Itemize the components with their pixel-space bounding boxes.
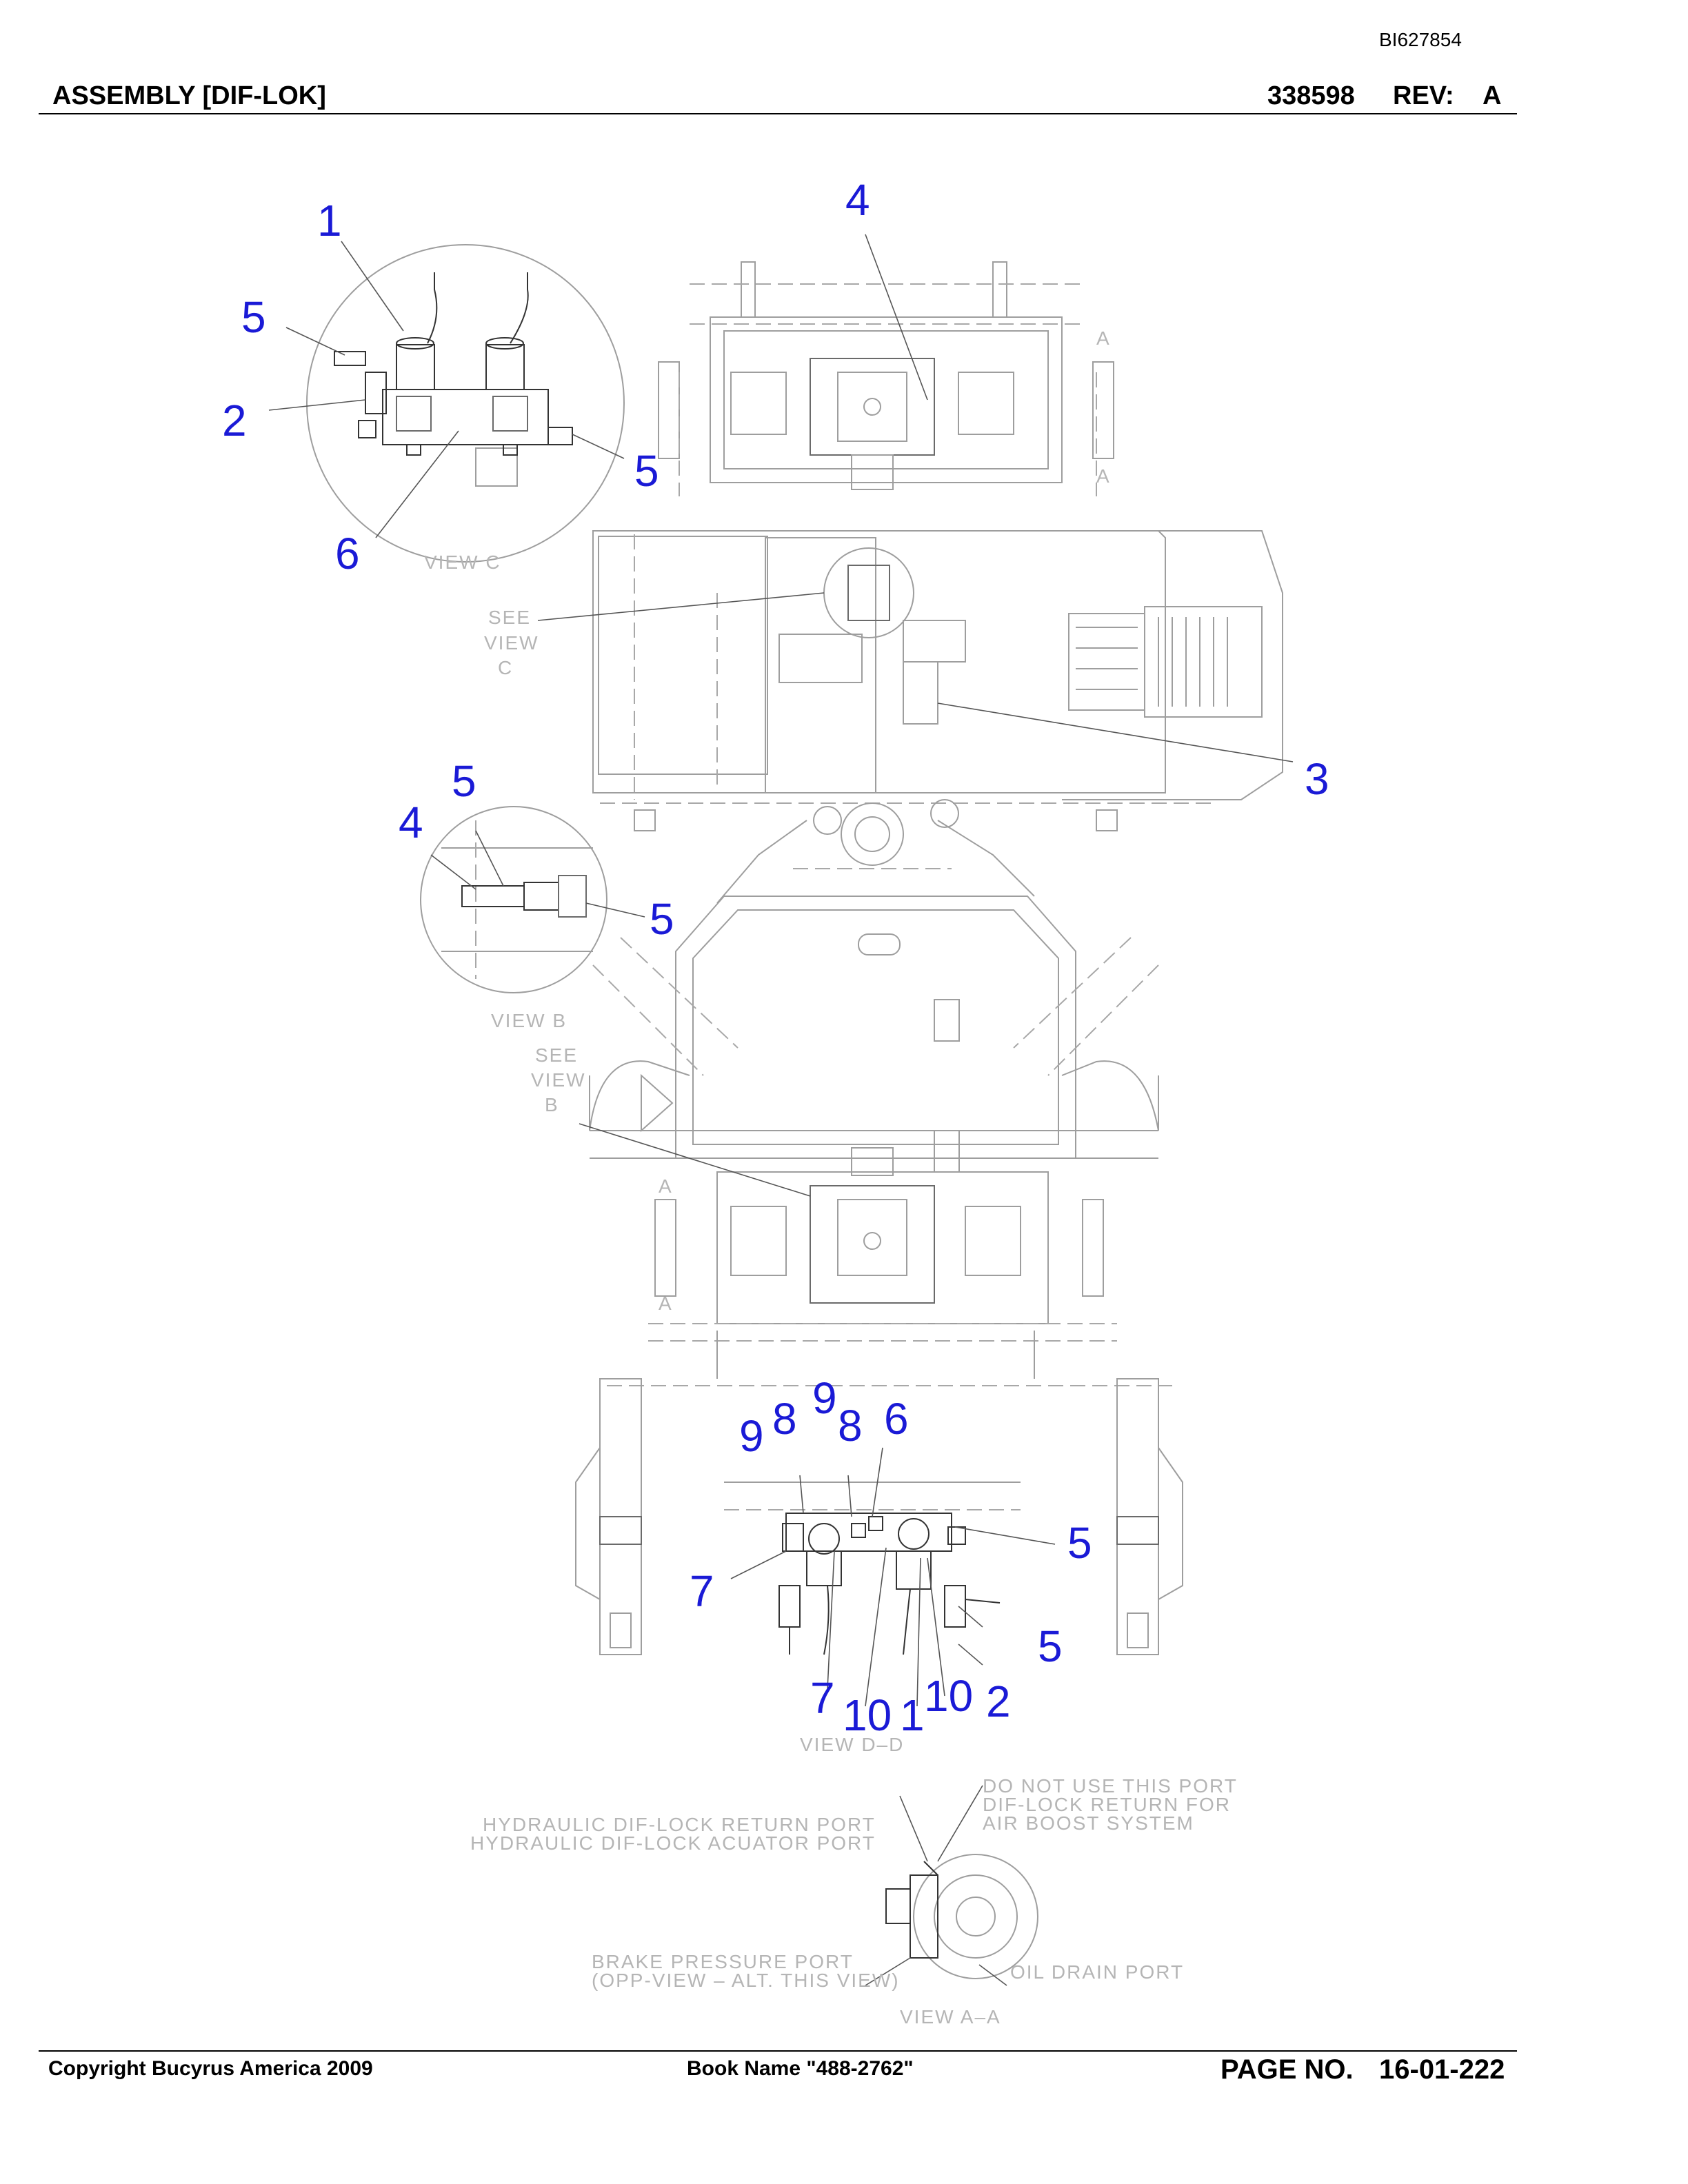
rear-tires <box>575 1378 1183 1655</box>
view-c-label: VIEW C <box>424 552 501 573</box>
svg-text:A: A <box>659 1293 673 1314</box>
callout-5: 5 <box>241 292 266 342</box>
leader-lines <box>268 234 1294 1986</box>
callout-2: 2 <box>222 396 247 445</box>
view-aa-label: VIEW A–A <box>900 2006 1001 2028</box>
callout-5: 5 <box>1067 1518 1092 1568</box>
callout-10: 10 <box>924 1671 973 1721</box>
callout-9: 9 <box>812 1373 837 1423</box>
see-view-c-line-1: SEE <box>488 607 531 628</box>
note-hydraulic-actuator: HYDRAULIC DIF-LOCK ACUATOR PORT <box>470 1832 876 1854</box>
page-number-value: 16-01-222 <box>1379 2054 1505 2085</box>
note-hydraulic-return: HYDRAULIC DIF-LOCK RETURN PORT <box>483 1814 876 1835</box>
callout-3: 3 <box>1305 754 1329 804</box>
see-view-c-line-3: C <box>498 657 513 678</box>
svg-text:A: A <box>1096 327 1111 349</box>
section-markers: A A A A <box>659 327 1111 1314</box>
see-view-b-line-3: B <box>545 1094 559 1115</box>
callout-8: 8 <box>838 1401 863 1450</box>
note-do-not-use-3: AIR BOOST SYSTEM <box>983 1812 1194 1834</box>
book-name: Book Name "488-2762" <box>687 2057 914 2080</box>
callout-7: 7 <box>690 1566 714 1616</box>
see-view-c-line-2: VIEW <box>484 632 539 654</box>
note-brake-1: BRAKE PRESSURE PORT <box>592 1951 854 1972</box>
view-dd-label: VIEW D–D <box>800 1734 904 1755</box>
view-dd-detail <box>724 1482 1021 1655</box>
callout-6: 6 <box>884 1394 909 1444</box>
page-title: ASSEMBLY [DIF-LOK] <box>52 81 326 110</box>
callout-5: 5 <box>634 446 659 496</box>
callout-7: 7 <box>810 1673 835 1723</box>
see-view-b-line-2: VIEW <box>531 1069 586 1091</box>
drawing-number: 338598 <box>1267 81 1355 110</box>
revision-value: A <box>1483 81 1502 110</box>
callout-4: 4 <box>399 798 423 847</box>
callout-4: 4 <box>845 175 870 225</box>
callout-9: 9 <box>739 1411 764 1461</box>
see-view-b-line-1: SEE <box>535 1044 578 1066</box>
revision-label: REV: <box>1393 81 1454 110</box>
view-c-detail <box>306 244 625 563</box>
note-oil-drain: OIL DRAIN PORT <box>1010 1961 1184 1983</box>
view-b-label: VIEW B <box>491 1010 567 1031</box>
callout-5: 5 <box>452 756 476 806</box>
callout-8: 8 <box>772 1394 797 1444</box>
callout-1: 1 <box>900 1690 925 1740</box>
svg-text:A: A <box>1096 465 1111 487</box>
callout-2: 2 <box>986 1677 1011 1726</box>
articulation-joint <box>716 799 1035 904</box>
callout-numbers: 1 5 2 5 6 4 3 5 4 5 9 8 9 8 6 5 7 5 7 10… <box>222 175 1329 1740</box>
rear-frame-outline <box>589 896 1159 1173</box>
note-brake-2: (OPP-VIEW – ALT. THIS VIEW) <box>592 1970 900 1991</box>
note-do-not-use-2: DIF-LOCK RETURN FOR <box>983 1794 1231 1815</box>
callout-1: 1 <box>317 196 342 245</box>
footer-rule <box>39 2050 1517 2052</box>
callout-5: 5 <box>650 894 674 944</box>
front-axle-outline <box>658 261 1114 496</box>
rear-axle-outline <box>607 1147 1172 1386</box>
header-rule <box>39 113 1517 114</box>
cab-body-outline <box>592 530 1283 831</box>
page-number-label: PAGE NO. <box>1220 2054 1354 2085</box>
document-id: BI627854 <box>1379 29 1462 50</box>
view-aa-detail <box>885 1854 1038 1979</box>
note-do-not-use-1: DO NOT USE THIS PORT <box>983 1775 1238 1797</box>
view-b-detail <box>420 806 607 993</box>
callout-6: 6 <box>335 529 360 578</box>
callout-5: 5 <box>1038 1621 1063 1671</box>
svg-text:A: A <box>659 1175 673 1197</box>
copyright-notice: Copyright Bucyrus America 2009 <box>48 2057 373 2080</box>
callout-10: 10 <box>843 1690 892 1740</box>
